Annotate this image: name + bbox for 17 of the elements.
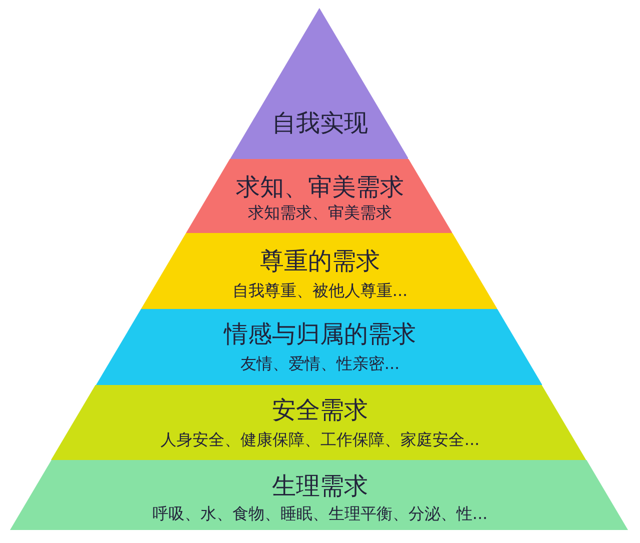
level-title: 情感与归属的需求 <box>224 321 416 349</box>
level-description: 友情、爱情、性亲密... <box>240 354 400 374</box>
level-description: 呼吸、水、食物、睡眠、生理平衡、分泌、性... <box>152 504 488 524</box>
level-title: 生理需求 <box>272 473 368 501</box>
pyramid-band <box>10 460 628 530</box>
pyramid-band <box>186 159 452 233</box>
level-title: 安全需求 <box>272 397 368 425</box>
level-description: 求知需求、审美需求 <box>248 204 392 222</box>
level-description: 人身安全、健康保障、工作保障、家庭安全... <box>160 430 480 450</box>
pyramid-band <box>140 233 498 309</box>
pyramid-band <box>96 309 542 385</box>
level-description: 自我尊重、被他人尊重... <box>232 282 408 300</box>
level-title: 求知、审美需求 <box>236 174 404 202</box>
pyramid-band <box>230 8 408 159</box>
pyramid-band <box>51 385 587 460</box>
level-title: 尊重的需求 <box>260 248 380 276</box>
level-title: 自我实现 <box>272 110 368 138</box>
